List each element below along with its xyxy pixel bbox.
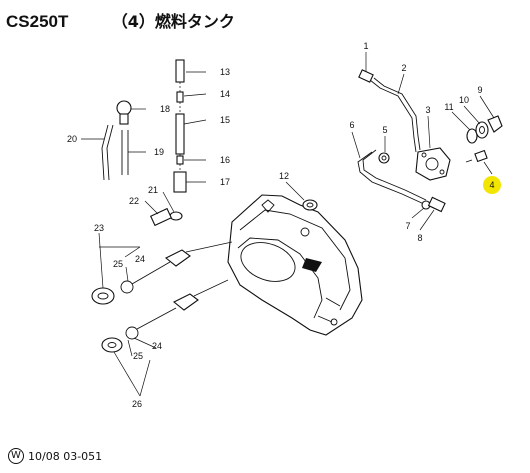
hose-19	[121, 130, 129, 175]
fuel-tank-body	[227, 194, 363, 336]
page-title: CS250T （4）燃料タンク	[6, 8, 235, 32]
callout-25-lower: 25	[133, 351, 143, 361]
callout-8: 8	[417, 233, 422, 243]
callout-22: 22	[129, 196, 139, 206]
breather-18	[116, 100, 132, 125]
fitting-21	[169, 211, 183, 221]
sleeve-8	[427, 196, 446, 213]
callout-4-highlight	[483, 176, 501, 194]
callout-24-lower: 24	[152, 341, 162, 351]
vent-pipe-assembly	[173, 59, 187, 193]
callout-20: 20	[67, 134, 77, 144]
callout-11: 11	[444, 102, 453, 112]
fitting-1	[358, 69, 374, 83]
fuel-pump-3	[415, 147, 451, 181]
fuel-filter-lower	[101, 293, 199, 353]
fuel-line-2	[369, 77, 421, 153]
fitting-22	[149, 207, 173, 227]
callout-21: 21	[148, 185, 158, 195]
callout-18: 18	[160, 104, 170, 114]
callout-10: 10	[459, 95, 469, 105]
fuel-filter-upper	[91, 249, 191, 305]
model-name: CS250T	[6, 12, 69, 31]
callout-6: 6	[349, 120, 354, 130]
callout-5: 5	[382, 125, 387, 135]
callout-19: 19	[154, 147, 164, 157]
callout-25-upper: 25	[113, 259, 123, 269]
stamp-mark: W	[8, 448, 24, 464]
callout-9: 9	[477, 85, 482, 95]
fuel-line-6	[357, 149, 427, 205]
callout-14: 14	[220, 89, 230, 99]
seal-11	[466, 128, 478, 144]
callout-1: 1	[363, 41, 368, 51]
bolt-4	[465, 149, 488, 163]
callout-16: 16	[220, 155, 230, 165]
screw-10	[475, 121, 489, 139]
callout-2: 2	[401, 63, 406, 73]
footer: W 10/08 03-051	[8, 448, 102, 464]
cap-9	[487, 115, 503, 133]
hose-20	[101, 124, 114, 181]
section-title: （4）燃料タンク	[111, 12, 235, 31]
callout-12: 12	[279, 171, 289, 181]
fitting-5	[378, 152, 390, 164]
callout-15: 15	[220, 115, 230, 125]
callout-17: 17	[220, 177, 230, 187]
leader-lines	[81, 52, 495, 397]
footer-code: 10/08 03-051	[28, 449, 103, 463]
callout-24-upper: 24	[135, 254, 145, 264]
callout-3: 3	[425, 105, 430, 115]
callout-13: 13	[220, 67, 230, 77]
callout-4: 4	[489, 180, 494, 190]
callout-7: 7	[405, 221, 410, 231]
tank-fitting-12	[302, 199, 318, 211]
callout-26: 26	[132, 399, 142, 409]
callout-23: 23	[94, 223, 104, 233]
callouts: 1 2 3 4 5 6 7 8 9 10 11 12 13 14 15 16 1…	[67, 41, 501, 409]
